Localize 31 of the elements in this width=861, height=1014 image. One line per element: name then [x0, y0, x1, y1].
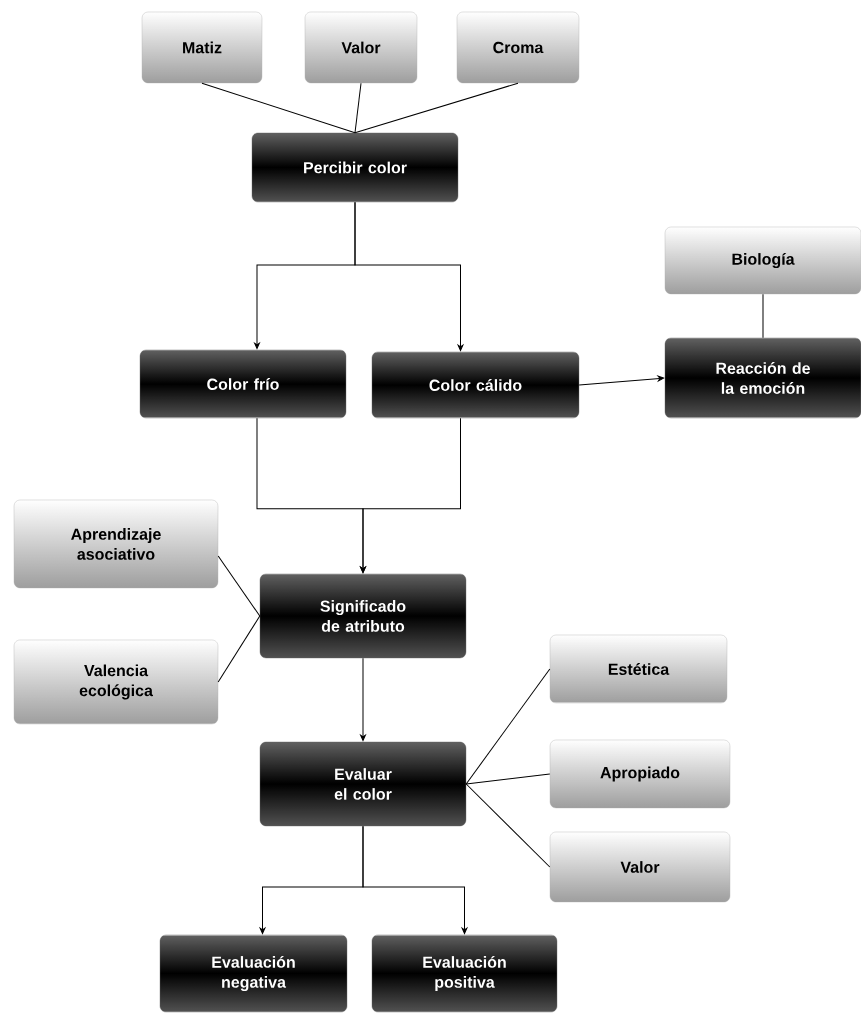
process-box: Color frío: [139, 349, 347, 419]
connector-line: [465, 783, 551, 868]
connector-line: [217, 615, 261, 683]
connector-line: [354, 82, 362, 134]
attribute-box: Croma: [456, 11, 580, 84]
process-box: Evaluación negativa: [159, 934, 348, 1013]
process-box: Evaluar el color: [259, 741, 467, 827]
arrow: [362, 825, 468, 935]
arrow: [354, 201, 464, 352]
arrow: [360, 657, 366, 742]
process-box: Significado de atributo: [259, 573, 467, 659]
attribute-box: Biología: [664, 226, 861, 295]
attribute-box: Apropiado: [549, 739, 731, 809]
arrow: [578, 375, 665, 386]
process-box: Color cálido: [371, 351, 580, 419]
arrow: [360, 417, 461, 574]
process-box: Reacción de la emoción: [664, 337, 861, 419]
attribute-box: Valencia ecológica: [13, 639, 219, 725]
process-box: Percibir color: [251, 132, 459, 203]
connector-line: [465, 668, 551, 785]
attribute-box: Valor: [304, 11, 418, 84]
attribute-box: Valor: [549, 831, 731, 903]
attribute-box: Aprendizaje asociativo: [13, 499, 219, 589]
connector-line: [201, 82, 356, 134]
connector-line: [217, 555, 261, 617]
process-box: Evaluación positiva: [371, 934, 558, 1013]
connector-line: [762, 293, 764, 339]
attribute-box: Estética: [549, 634, 728, 704]
attribute-box: Matiz: [141, 11, 263, 84]
connector-line: [465, 773, 551, 785]
connector-line: [354, 82, 519, 134]
